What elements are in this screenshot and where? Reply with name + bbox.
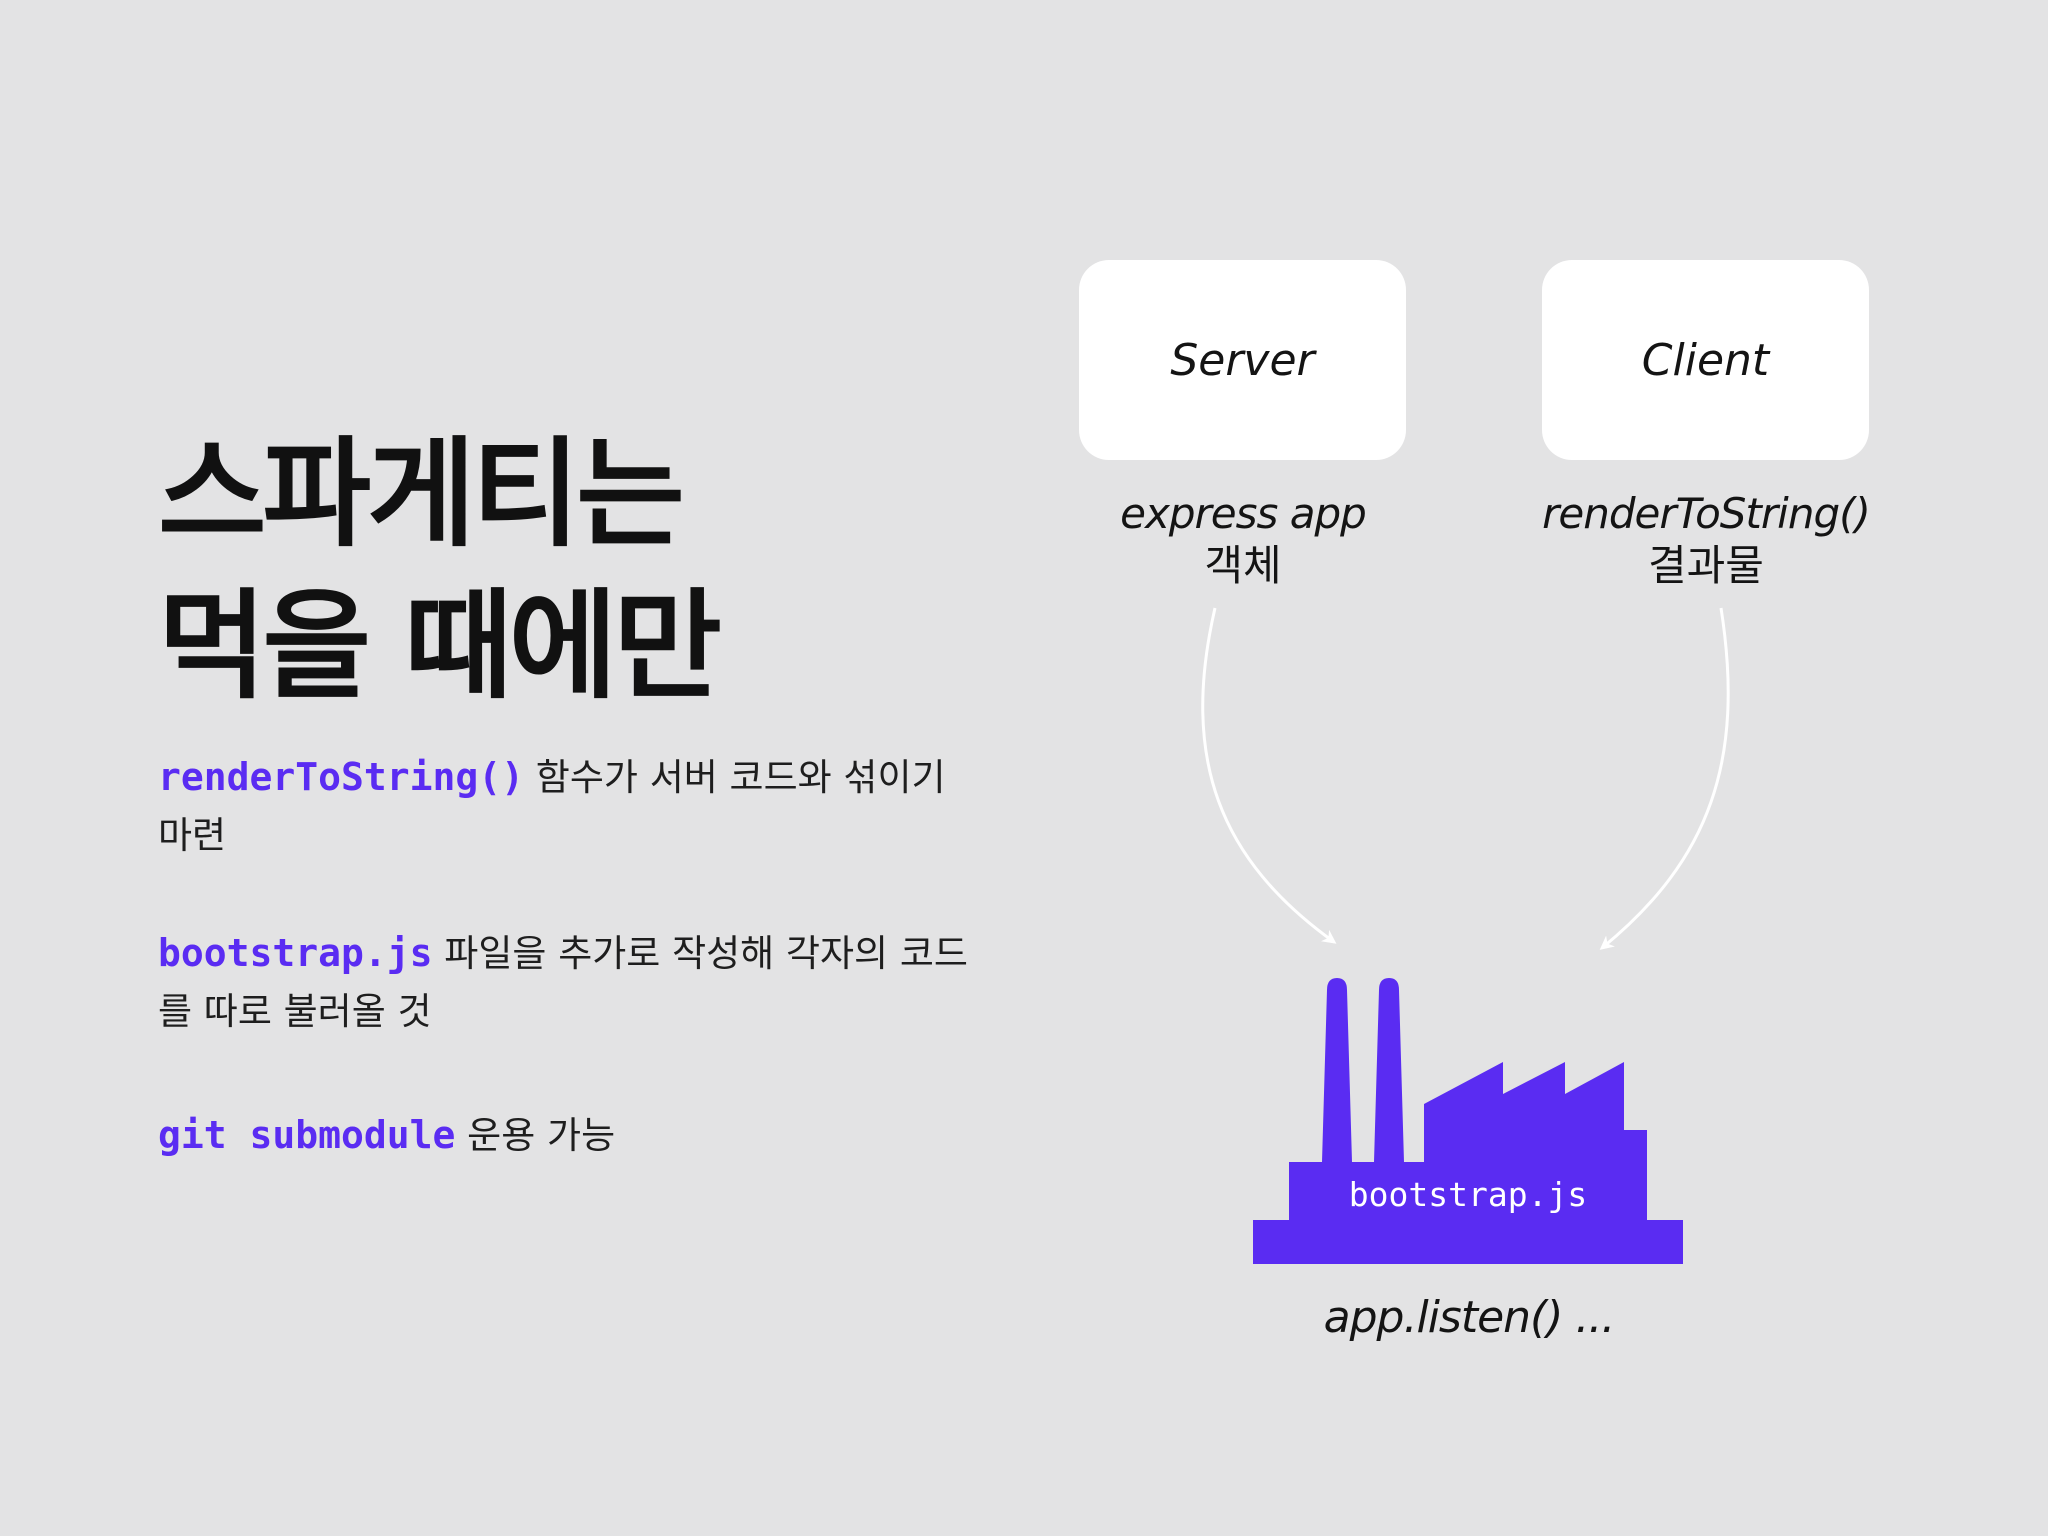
code-keyword: bootstrap.js bbox=[158, 931, 433, 975]
bullet-text: 운용 가능 bbox=[455, 1114, 616, 1157]
slide-title: 스파게티는 먹을 때에만 bbox=[158, 418, 722, 722]
bullet-line: bootstrap.js 파일을 추가로 작성해 각자의 코드 bbox=[158, 924, 968, 983]
server-caption: express app 객체 bbox=[1023, 488, 1463, 592]
client-label: Client bbox=[1641, 334, 1770, 386]
bullet-text: 함수가 서버 코드와 섞이기 bbox=[524, 756, 946, 799]
server-box: Server bbox=[1079, 260, 1406, 460]
factory-icon bbox=[1253, 978, 1683, 1264]
app-listen-label: app.listen() ... bbox=[1323, 1292, 1616, 1343]
bullet-text: 파일을 추가로 작성해 각자의 코드 bbox=[432, 932, 968, 975]
bullet-line: git submodule 운용 가능 bbox=[158, 1106, 615, 1165]
bullet-bootstrap: bootstrap.js 파일을 추가로 작성해 각자의 코드 를 따로 불러올… bbox=[158, 924, 968, 1041]
bullet-text-continued: 를 따로 불러올 것 bbox=[158, 990, 432, 1033]
bullet-render-to-string: renderToString() 함수가 서버 코드와 섞이기 마련 bbox=[158, 748, 946, 865]
server-label: Server bbox=[1170, 334, 1315, 386]
slide-title-line-1: 스파게티는 bbox=[158, 425, 685, 563]
factory-chimney-left bbox=[1322, 978, 1352, 1162]
arrow-client-to-bootstrap bbox=[1599, 607, 1730, 950]
code-keyword: git submodule bbox=[158, 1113, 456, 1157]
server-caption-text: 객체 bbox=[1204, 541, 1282, 590]
bullet-git-submodule: git submodule 운용 가능 bbox=[158, 1106, 615, 1165]
code-keyword: renderToString() bbox=[158, 755, 525, 799]
factory-chimney-right bbox=[1374, 978, 1404, 1162]
client-caption-code: renderToString() bbox=[1542, 489, 1871, 538]
bullet-text-continued: 마련 bbox=[158, 814, 227, 857]
factory-building bbox=[1253, 1062, 1683, 1264]
bullet-line: renderToString() 함수가 서버 코드와 섞이기 bbox=[158, 748, 946, 807]
slide-title-line-2: 먹을 때에만 bbox=[158, 577, 722, 715]
client-box: Client bbox=[1542, 260, 1869, 460]
client-caption: renderToString() 결과물 bbox=[1486, 488, 1926, 592]
factory-label: bootstrap.js bbox=[1349, 1175, 1587, 1214]
client-caption-text: 결과물 bbox=[1648, 541, 1764, 590]
server-caption-code: express app bbox=[1120, 489, 1367, 538]
arrow-server-to-bootstrap bbox=[1201, 607, 1337, 944]
